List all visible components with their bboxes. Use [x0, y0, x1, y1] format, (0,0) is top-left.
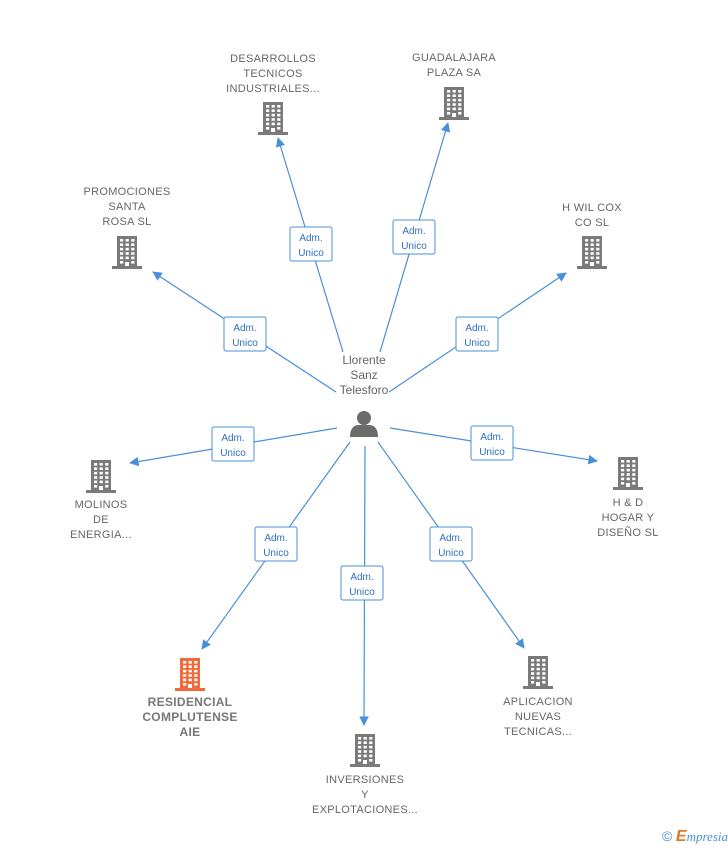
company-name-label: NUEVAS [515, 711, 561, 723]
role-badge-label: Unico [401, 241, 427, 252]
footer-brand[interactable]: © Empresia [662, 828, 728, 846]
company-name-label: Y [361, 789, 369, 801]
company-name-label: CO SL [575, 217, 610, 229]
company-name-label: RESIDENCIAL [148, 695, 233, 709]
role-badge-label: Adm. [233, 323, 256, 334]
role-badge-label: Adm. [264, 533, 287, 544]
copyright-symbol: © [661, 828, 673, 844]
company-name-label: ROSA SL [102, 216, 151, 228]
company-node-desarrollos[interactable]: DESARROLLOS TECNICOS INDUSTRIALES... [226, 53, 320, 135]
person-name-label: Sanz [350, 368, 377, 382]
role-badge: Adm. Unico [340, 565, 384, 601]
building-icon[interactable] [350, 734, 380, 767]
company-name-label: SANTA [108, 201, 146, 213]
role-badge-label: Unico [349, 587, 375, 598]
role-badge: Adm. Unico [392, 219, 436, 255]
building-icon[interactable] [613, 457, 643, 490]
company-name-label: DESARROLLOS [230, 53, 316, 65]
role-badge: Adm. Unico [455, 316, 499, 352]
company-name-label: DISEÑO SL [597, 526, 658, 539]
company-node-guadalajara[interactable]: GUADALAJARA PLAZA SA [412, 52, 496, 120]
role-badge-label: Adm. [439, 533, 462, 544]
company-name-label: PLAZA SA [427, 67, 482, 79]
company-node-molinos[interactable]: MOLINOS DE ENERGIA... [70, 460, 132, 541]
company-name-label: TECNICAS... [504, 726, 572, 738]
role-badge-label: Unico [298, 248, 324, 259]
role-badge-label: Unico [438, 548, 464, 559]
person-name-label: Llorente [342, 353, 386, 367]
person-name-label: Telesforo [340, 383, 389, 397]
building-icon[interactable] [577, 236, 607, 269]
company-name-label: MOLINOS [75, 499, 128, 511]
company-name-label: GUADALAJARA [412, 52, 496, 64]
brand-logo-initial: E [675, 828, 687, 845]
role-badge-label: Unico [232, 338, 258, 349]
building-icon[interactable] [112, 236, 142, 269]
company-name-label: EXPLOTACIONES... [312, 804, 418, 816]
role-badge: Adm. Unico [223, 316, 267, 352]
role-badge-label: Adm. [480, 432, 503, 443]
role-badge-label: Adm. [465, 323, 488, 334]
company-name-label: AIE [180, 725, 201, 739]
company-name-label: COMPLUTENSE [142, 710, 237, 724]
role-badge: Adm. Unico [289, 226, 333, 262]
company-name-label: HOGAR Y [602, 512, 655, 524]
role-badge-label: Adm. [299, 233, 322, 244]
building-icon[interactable] [523, 656, 553, 689]
company-node-promociones[interactable]: PROMOCIONES SANTA ROSA SL [83, 186, 170, 269]
role-badge: Adm. Unico [470, 425, 514, 461]
company-node-aplicacion[interactable]: APLICACION NUEVAS TECNICAS... [503, 656, 573, 738]
brand-name: mpresia [686, 829, 728, 844]
company-node-hyd[interactable]: H & D HOGAR Y DISEÑO SL [597, 457, 658, 539]
company-name-label: DE [93, 514, 109, 526]
role-badge-label: Adm. [350, 572, 373, 583]
company-name-label: H & D [613, 497, 644, 509]
company-name-label: H WIL COX [562, 202, 622, 214]
company-name-label: APLICACION [503, 696, 573, 708]
building-icon[interactable] [439, 87, 469, 120]
role-badge: Adm. Unico [429, 526, 473, 562]
person-icon [350, 411, 378, 437]
building-icon[interactable] [175, 658, 205, 691]
building-icon[interactable] [258, 102, 288, 135]
building-icon[interactable] [86, 460, 116, 493]
role-badge-label: Adm. [402, 226, 425, 237]
role-badge-label: Unico [479, 447, 505, 458]
company-node-inversiones[interactable]: INVERSIONES Y EXPLOTACIONES... [312, 734, 418, 816]
company-name-label: INDUSTRIALES... [226, 83, 320, 95]
role-badge-label: Adm. [221, 433, 244, 444]
role-badge-label: Unico [220, 448, 246, 459]
role-badge: Adm. Unico [211, 426, 255, 462]
role-badge: Adm. Unico [254, 526, 298, 562]
company-name-label: TECNICOS [243, 68, 302, 80]
company-name-label: INVERSIONES [326, 774, 405, 786]
company-name-label: ENERGIA... [70, 529, 132, 541]
company-node-hwilcox[interactable]: H WIL COX CO SL [562, 202, 622, 269]
role-badge-label: Unico [263, 548, 289, 559]
role-badge-label: Unico [464, 338, 490, 349]
company-name-label: PROMOCIONES [83, 186, 170, 198]
